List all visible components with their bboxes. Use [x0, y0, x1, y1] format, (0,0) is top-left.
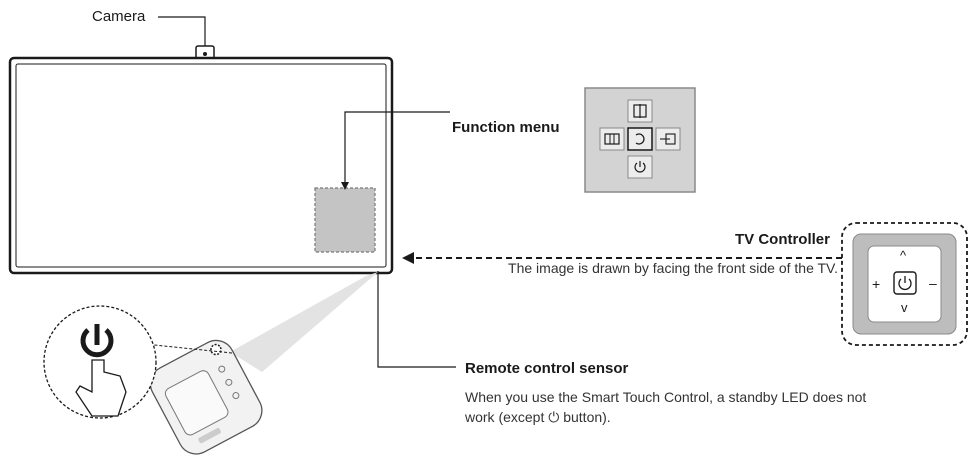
remote-signal-beam [230, 272, 378, 372]
menu-grid-icon [599, 127, 625, 151]
controller-up-label: ^ [900, 248, 907, 263]
camera-label: Camera [92, 8, 146, 25]
tv-controller-description: The image is drawn by facing the front s… [508, 260, 838, 276]
function-menu-label: Function menu [452, 119, 560, 136]
remote-sensor-desc-part1: When you use the Smart Touch Control, a … [465, 389, 867, 425]
remote-sensor-description: When you use the Smart Touch Control, a … [465, 387, 885, 428]
power-icon-large [80, 328, 114, 358]
tv-frame [8, 56, 394, 275]
remote-sensor-leader [377, 271, 456, 368]
controller-minus-label: – [929, 275, 937, 291]
inline-power-icon: ⏻ [548, 410, 560, 426]
remote-sensor-desc-part2: button). [559, 409, 611, 425]
controller-plus-label: + [872, 276, 881, 292]
camera-leader-line [158, 16, 206, 46]
function-menu-pointer [344, 111, 450, 184]
controller-power-icon [898, 278, 912, 291]
tv-controller-title: TV Controller [734, 231, 830, 248]
remote-control [149, 339, 263, 455]
remote-power-zoom [43, 305, 157, 419]
hand-icon [75, 359, 127, 417]
function-menu-area [314, 187, 376, 253]
return-icon [627, 127, 653, 151]
remote-sensor-title: Remote control sensor [465, 360, 629, 377]
function-menu-panel [584, 87, 696, 193]
controller-down-label: v [901, 300, 908, 315]
tv-controller [841, 222, 968, 346]
